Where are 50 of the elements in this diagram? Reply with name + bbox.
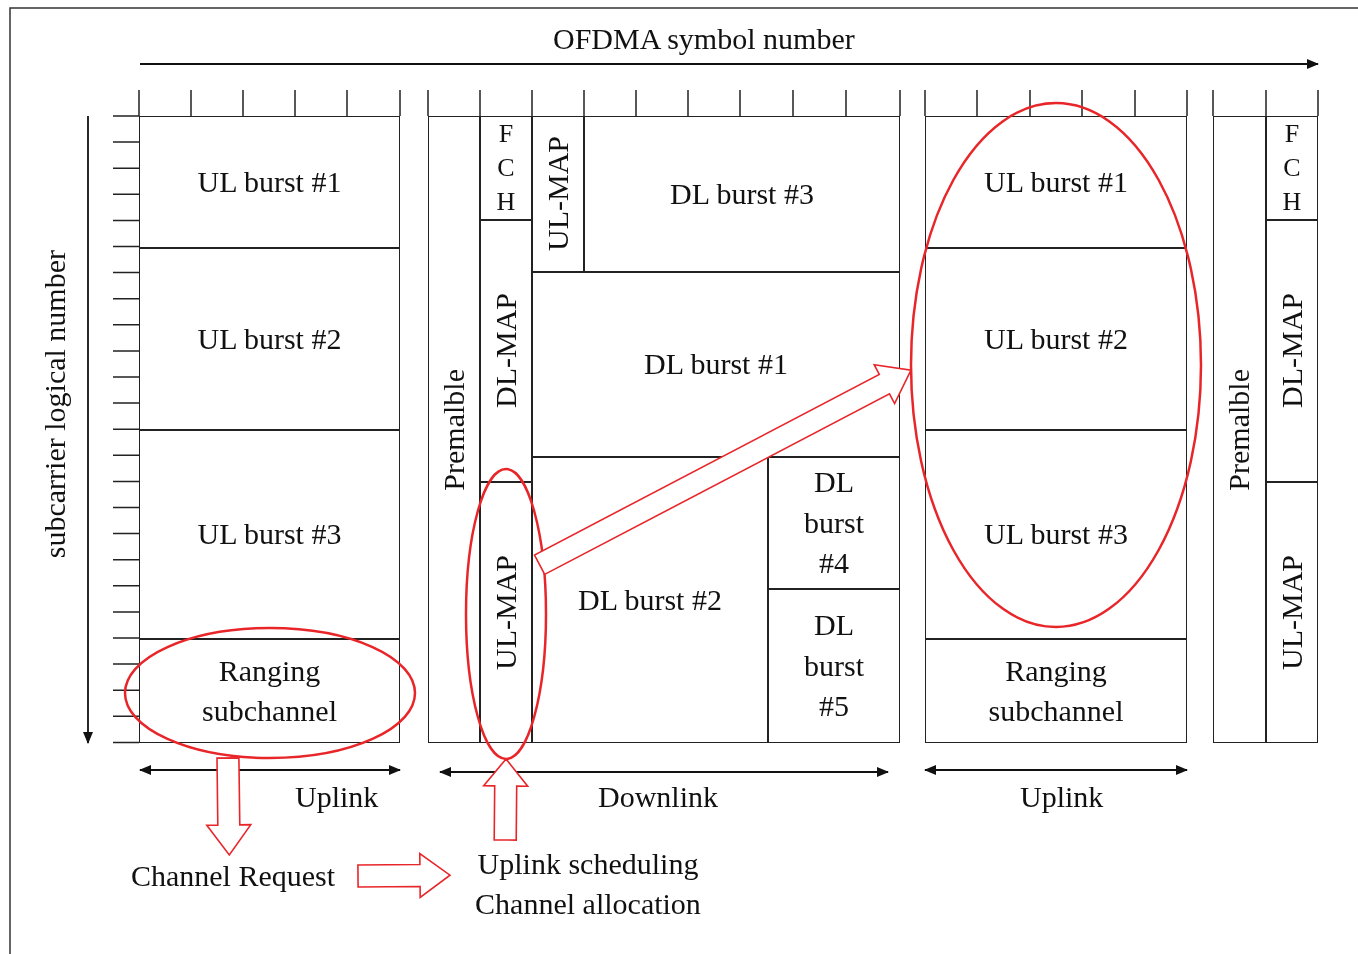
fch-column [480,116,532,220]
fch-column [1266,116,1318,220]
burst-box [139,116,400,248]
annotation-text: Channel Request [130,857,336,894]
burst-label: DL burst #2 [578,581,722,618]
map-column [1266,220,1318,482]
burst-box [139,430,400,639]
map-column [1266,482,1318,743]
burst-label: UL burst #2 [984,320,1128,357]
burst-label: UL burst #3 [984,516,1128,553]
burst-label: UL burst #2 [197,320,342,357]
hollow-arrow [205,757,253,857]
burst-box [584,116,900,272]
map-column [428,116,480,743]
hollow-arrow [533,363,913,576]
hollow-arrow [357,851,452,900]
column-label: UL-MAP [1273,555,1309,670]
map-column [1213,116,1266,743]
column-label: UL-MAP [487,555,523,670]
column-label: Premalble [1221,368,1257,491]
map-column [532,116,584,272]
column-label: UL-MAP [539,136,575,252]
hollow-arrow [482,757,530,841]
map-column [480,220,532,482]
burst-label: DL burst #4 [803,464,865,582]
column-label: Premalble [435,368,471,491]
burst-box [925,639,1187,743]
burst-label: Ranging subchannel [987,652,1125,729]
burst-box [768,457,900,589]
burst-label: UL burst #3 [197,516,342,553]
direction-label: Uplink [1020,780,1104,814]
direction-label: Downlink [598,780,718,814]
burst-label: UL burst #1 [197,163,342,200]
burst-label: DL burst #1 [644,346,788,383]
burst-box [532,457,768,743]
burst-box [139,248,400,430]
burst-label: Ranging subchannel [201,652,338,729]
burst-label: DL burst #5 [803,607,865,725]
column-label: F C H [496,118,516,218]
burst-box [532,272,900,457]
axis-label: subcarrier logical number [38,250,72,559]
column-label: DL-MAP [1273,293,1309,409]
direction-label: Uplink [295,780,379,814]
burst-label: UL burst #1 [984,163,1128,200]
column-label: DL-MAP [487,293,523,409]
burst-box [768,589,900,743]
column-label: F C H [1282,118,1302,218]
axis-label: OFDMA symbol number [553,22,855,56]
annotation-text: Uplink scheduling Channel allocation [474,845,702,922]
burst-label: DL burst #3 [670,175,814,212]
